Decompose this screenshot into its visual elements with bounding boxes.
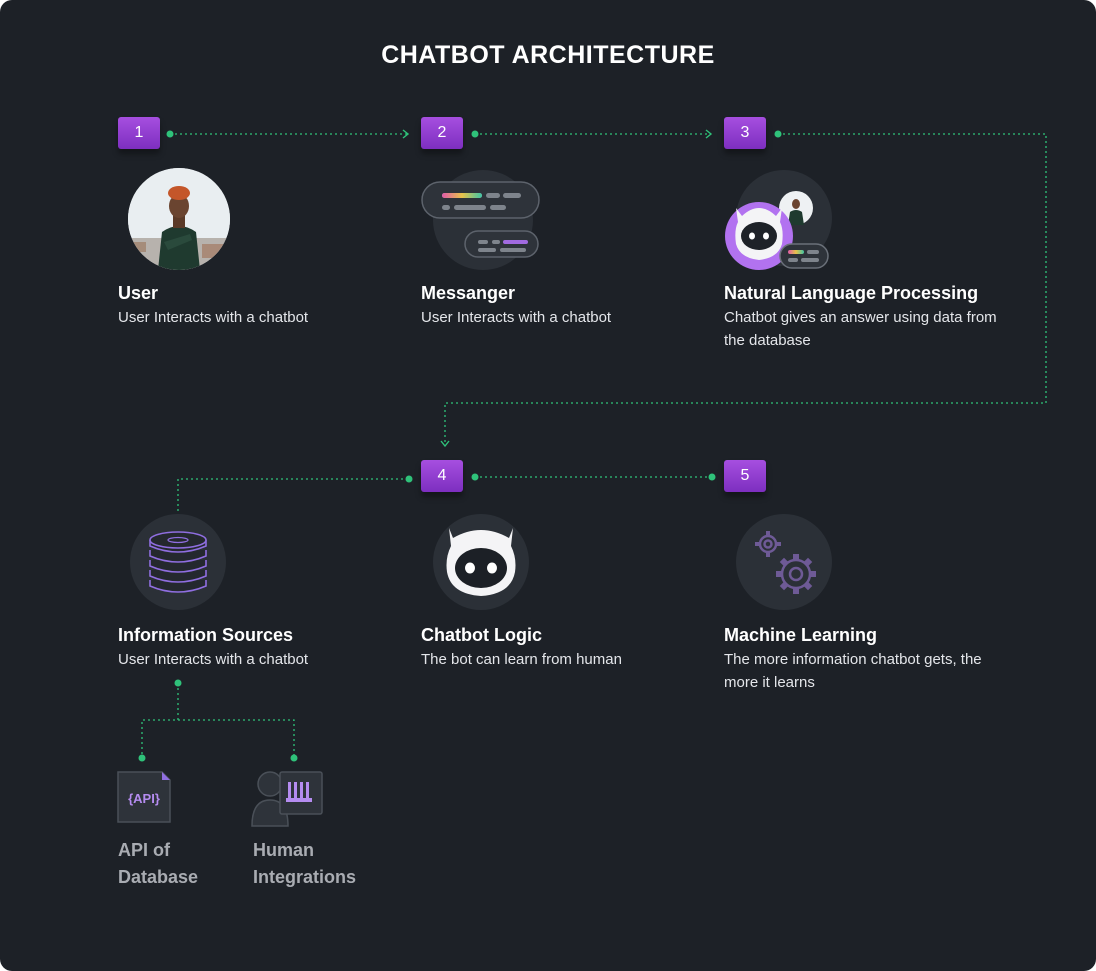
arrow-head-3 bbox=[705, 129, 713, 139]
connector-dot bbox=[166, 130, 174, 138]
panel-divider bbox=[0, 105, 1096, 127]
step-4-description: The bot can learn from human bbox=[421, 651, 622, 668]
header-panel bbox=[0, 0, 1096, 116]
step-badge-3: 3 bbox=[724, 117, 766, 149]
api-document-icon: {API} bbox=[117, 771, 171, 823]
information-sources-description: User Interacts with a chatbot bbox=[118, 651, 309, 668]
step-badge-2: 2 bbox=[421, 117, 463, 149]
connector-dot bbox=[138, 754, 146, 762]
connector-dot bbox=[774, 130, 782, 138]
step-5-title: Machine Learning bbox=[724, 625, 878, 645]
api-of-database-label: API of Database bbox=[118, 840, 199, 887]
connector-4-sources bbox=[177, 478, 408, 518]
arrow-head-2 bbox=[402, 129, 410, 139]
chat-bubbles-icon bbox=[421, 181, 540, 258]
user-avatar bbox=[128, 168, 230, 270]
step-1-title: User bbox=[118, 283, 159, 303]
connector-dot bbox=[174, 679, 182, 687]
information-sources-title: Information Sources bbox=[118, 625, 294, 645]
step-1-description: User Interacts with a chatbot bbox=[118, 309, 309, 326]
step-badge-5: 5 bbox=[724, 460, 766, 492]
step-5-description: The more information chatbot gets, the m… bbox=[724, 651, 982, 691]
bot-head-icon bbox=[433, 514, 529, 610]
arrow-head-4 bbox=[440, 440, 450, 448]
gears-icon bbox=[736, 514, 832, 610]
step-badge-4: 4 bbox=[421, 460, 463, 492]
step-badge-1: 1 bbox=[118, 117, 160, 149]
step-3-description: Chatbot gives an answer using data from … bbox=[724, 309, 997, 349]
step-3-title: Natural Language Processing bbox=[724, 283, 979, 303]
connector-dot bbox=[405, 475, 413, 483]
api-badge-text: {API} bbox=[128, 791, 160, 806]
connector-dot bbox=[471, 130, 479, 138]
human-integration-icon bbox=[251, 771, 323, 827]
connector-dot bbox=[708, 473, 716, 481]
connector-sources-human bbox=[178, 719, 295, 758]
connector-sources-api bbox=[141, 683, 179, 758]
step-4-title: Chatbot Logic bbox=[421, 625, 542, 645]
human-integrations-label: Human Integrations bbox=[253, 840, 357, 887]
database-icon bbox=[130, 514, 226, 610]
connector-dot bbox=[471, 473, 479, 481]
page-title: CHATBOT ARCHITECTURE bbox=[381, 41, 715, 69]
step-2-description: User Interacts with a chatbot bbox=[421, 309, 612, 326]
connector-dot bbox=[290, 754, 298, 762]
bot-with-user-icon bbox=[725, 191, 829, 270]
step-2-title: Messanger bbox=[421, 283, 516, 303]
connector-3-4 bbox=[444, 133, 1047, 446]
